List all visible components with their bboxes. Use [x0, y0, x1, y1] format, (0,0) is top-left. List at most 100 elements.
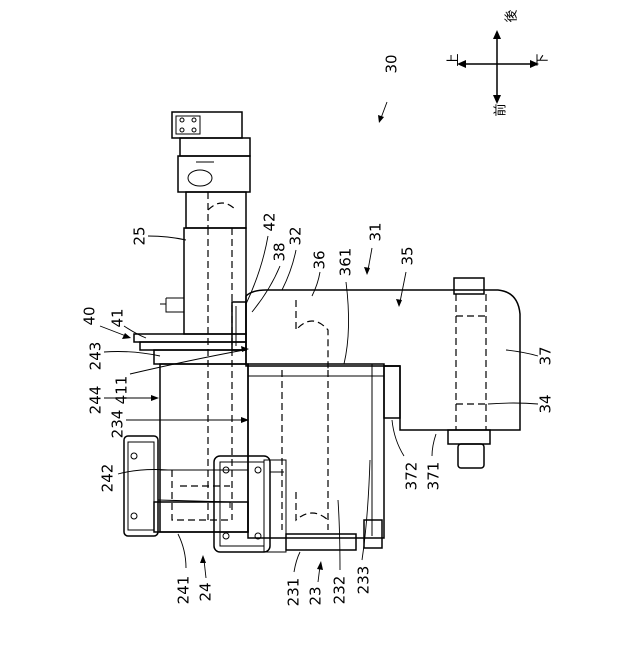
main-ref-arrow: [381, 102, 387, 118]
label-244: 244: [87, 386, 105, 415]
body-24: [154, 364, 248, 532]
leader-25: [148, 236, 186, 240]
body-main: [160, 364, 248, 532]
leader-233: [362, 460, 370, 560]
valve-port: [188, 170, 212, 186]
column-body: [184, 228, 246, 334]
leader-24-arrowhead-icon: [200, 555, 206, 563]
unit-23: [248, 300, 384, 550]
leader-31-arrowhead-icon: [364, 267, 370, 275]
main-ref-label: 30: [383, 54, 401, 73]
leader-361: [344, 282, 349, 364]
unit-bottom-flange: [286, 534, 356, 550]
leader-31: [368, 248, 372, 270]
label-25: 25: [131, 226, 149, 245]
bracket-plate: [232, 302, 246, 350]
unit-bottom-lug: [364, 520, 382, 548]
leader-231: [294, 552, 300, 572]
body-base: [154, 502, 248, 532]
label-34: 34: [537, 394, 555, 413]
label-371: 371: [425, 462, 443, 491]
bolt-icon: [131, 513, 137, 519]
side-plate-242: [124, 436, 158, 536]
leader-35-arrowhead-icon: [396, 299, 402, 307]
arrow-down-icon: [493, 95, 501, 104]
hidden-curve: [208, 203, 236, 210]
main-ref-arrowhead-icon: [378, 115, 384, 123]
leader-37: [506, 350, 538, 356]
leader-411-arrowhead-icon: [241, 346, 249, 352]
body-hidden-1: [172, 470, 230, 520]
bracket-38: [232, 302, 246, 350]
side-plate-inner: [128, 442, 154, 530]
leader-232: [338, 500, 340, 570]
housing-lug: [384, 366, 400, 418]
label-241: 241: [175, 576, 193, 605]
housing-35: [246, 278, 520, 468]
leader-34: [488, 403, 538, 404]
valve-mid-block: [180, 138, 250, 156]
label-42: 42: [261, 212, 279, 231]
leader-40-arrowhead-icon: [122, 333, 131, 339]
shaft-bottom-collar: [448, 430, 490, 444]
direction-label-right: 下: [536, 53, 551, 66]
label-35: 35: [399, 246, 417, 265]
flange-40: [134, 334, 246, 364]
label-41: 41: [109, 308, 127, 327]
leader-35: [400, 272, 406, 302]
label-372: 372: [403, 462, 421, 491]
bolt-icon: [180, 128, 184, 132]
direction-label-up: 後: [505, 9, 520, 22]
valve-port-plate: [176, 116, 200, 134]
side-fitting: [166, 298, 184, 312]
bolt-icon: [180, 118, 184, 122]
bolt-icon: [192, 128, 196, 132]
bolt-icon: [255, 467, 261, 473]
column-25: [160, 228, 246, 520]
valve-head: [172, 112, 250, 228]
label-24: 24: [197, 582, 215, 601]
label-232: 232: [331, 576, 349, 605]
label-411: 411: [113, 376, 131, 405]
leader-372: [392, 420, 404, 456]
flange-plate-upper: [134, 334, 246, 342]
shaft-bottom-end: [458, 444, 484, 468]
label-37: 37: [537, 346, 555, 365]
label-234: 234: [109, 410, 127, 439]
bolt-icon: [131, 453, 137, 459]
leader-371: [432, 434, 436, 456]
direction-label-left: 上: [447, 53, 462, 66]
leader-38: [252, 266, 280, 312]
leader-243: [104, 352, 160, 357]
bolt-icon: [192, 118, 196, 122]
valve-body: [178, 156, 250, 192]
direction-label-down: 前: [493, 103, 509, 116]
label-36: 36: [311, 250, 329, 269]
side-plate: [124, 436, 158, 536]
label-23: 23: [307, 586, 325, 605]
unit-main: [248, 364, 384, 538]
label-361: 361: [337, 248, 355, 277]
leader-23-arrowhead-icon: [317, 561, 323, 570]
body-detail: [158, 500, 230, 508]
leader-244-arrowhead-icon: [151, 395, 159, 401]
bolt-icon: [223, 533, 229, 539]
leader-241: [178, 534, 186, 568]
label-31: 31: [367, 222, 385, 241]
shaft-top-cap: [454, 278, 484, 294]
flange-plate-lower: [140, 342, 246, 350]
leader-36: [312, 272, 320, 296]
housing-outline: [246, 290, 520, 430]
label-40: 40: [81, 306, 99, 325]
direction-indicator: 後 前 上 下: [447, 9, 551, 116]
reference-labels: 25 42 38 32 36 361 31 35 40 41 243 411 2…: [81, 212, 555, 606]
label-242: 242: [99, 464, 117, 493]
shaft-hidden-bottom: [296, 492, 328, 520]
shaft-hidden-top: [296, 300, 328, 370]
valve-neck: [186, 192, 246, 228]
label-233: 233: [355, 566, 373, 595]
label-32: 32: [287, 226, 305, 245]
arrow-up-icon: [493, 30, 501, 39]
